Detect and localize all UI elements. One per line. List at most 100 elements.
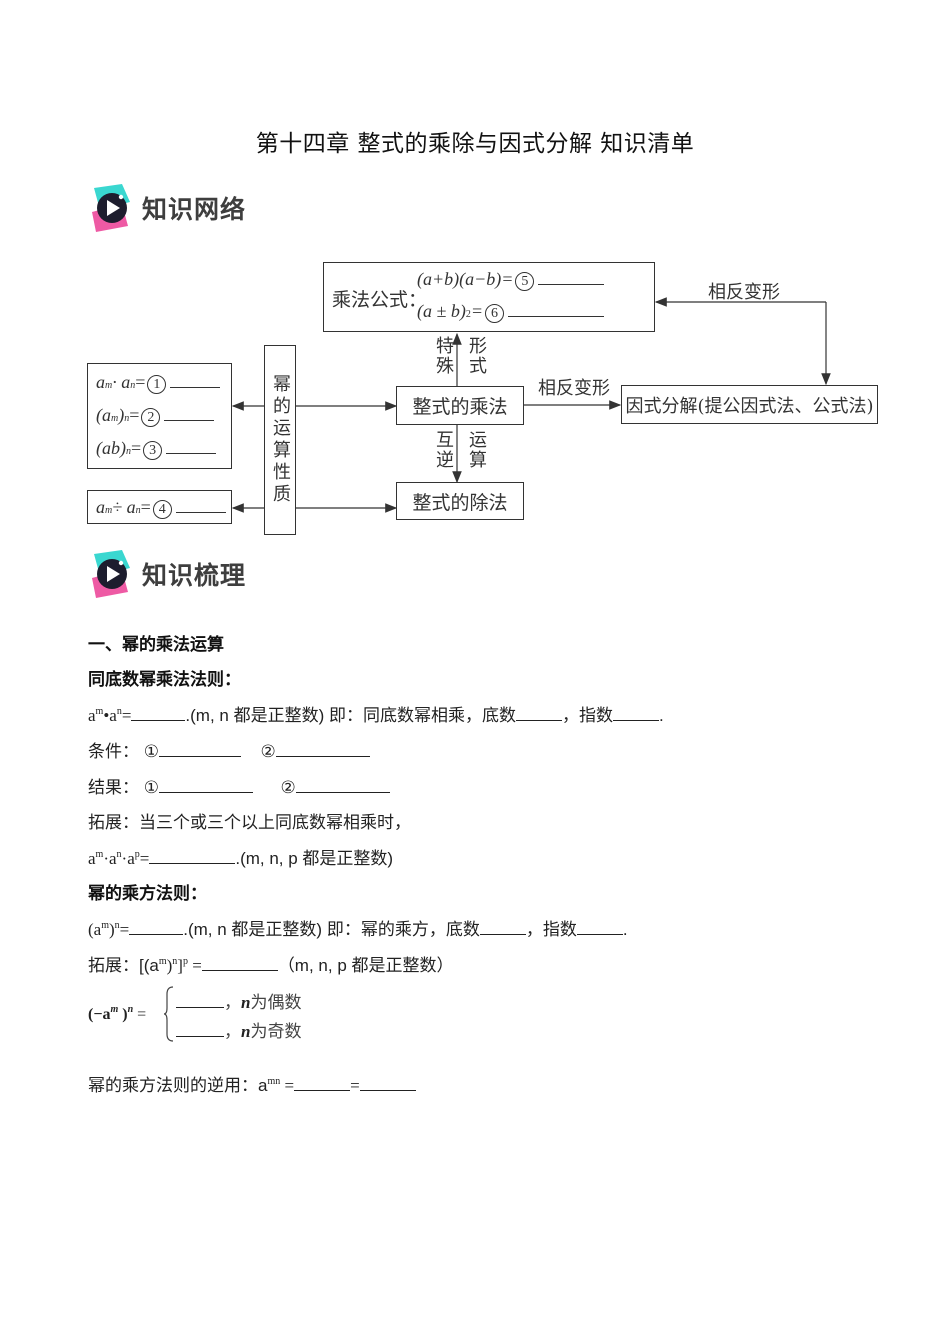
separator: ， <box>224 1022 241 1041</box>
circled-number-5: 5 <box>515 272 535 291</box>
special-label: 特殊 <box>433 336 454 376</box>
inverse-label: 幂的乘方法则的逆用：a <box>88 1076 268 1095</box>
exponent: m <box>105 380 113 391</box>
circled-number-4: 4 <box>152 500 172 519</box>
condition: 为偶数 <box>250 993 302 1013</box>
formula-row-2: (a ± b)2 = 6 <box>417 301 605 323</box>
variable: n <box>241 1022 251 1041</box>
extension-text: 拓展：当三个或三个以上同底数幂相乘时， <box>88 813 411 832</box>
rule-row-3: (ab)n = 3 <box>96 438 217 460</box>
inverse-label: 互逆 <box>433 430 454 470</box>
factorization-box: 因式分解(提公因式法、公式法) <box>621 385 878 424</box>
exponent: n <box>114 920 120 931</box>
rule-heading: 幂的乘方法则： <box>88 884 207 903</box>
equals: = <box>139 849 150 868</box>
answer-blank <box>149 849 236 864</box>
base: a <box>88 849 96 868</box>
diagram-arrows <box>231 297 831 513</box>
section-heading: 一、幂的乘法运算 <box>88 635 224 654</box>
exponent: m <box>95 849 104 860</box>
bracket: ] <box>177 956 183 975</box>
rule1-formula-line: am•an=.(m, n 都是正整数) 即：同底数幂相乘，底数，指数. <box>88 701 664 726</box>
power-properties-box: 幂的运算性质 <box>264 345 296 535</box>
answer-blank <box>538 283 605 285</box>
exponent: n <box>126 446 131 457</box>
circled-number-1: 1 <box>147 375 167 394</box>
play-icon <box>88 182 136 234</box>
exponent: m <box>105 505 113 516</box>
operator: · a <box>112 372 131 392</box>
circled-number-6: 6 <box>485 304 505 323</box>
base: (ab) <box>96 438 126 458</box>
equals: = <box>119 920 130 939</box>
piecewise-lhs: (−am )n = <box>88 1004 146 1024</box>
exponent: m <box>158 956 167 967</box>
answer-blank <box>201 956 278 971</box>
banner-label: 知识梳理 <box>142 561 247 590</box>
circled-number-1: ① <box>143 778 159 797</box>
answer-blank <box>176 1022 224 1037</box>
extension2-line: 拓展：[(am)n]p =（m, n, p 都是正整数） <box>88 951 454 976</box>
exponent: p <box>182 956 188 967</box>
inverse-use-line: 幂的乘方法则的逆用：amn == <box>88 1071 416 1096</box>
answer-blank <box>166 452 217 454</box>
base: •a <box>103 706 117 725</box>
formula-expr: (a+b)(a−b)= <box>417 269 514 289</box>
exponent: n <box>135 505 141 516</box>
base: (−a <box>88 1006 111 1023</box>
exponent: m <box>110 1004 119 1015</box>
formula-label: 乘法公式： <box>332 289 428 311</box>
base: a <box>96 372 105 392</box>
box-label: 因式分解(提公因式法、公式法) <box>625 395 874 417</box>
equals: = <box>131 438 142 458</box>
condition-line: 条件： ① ② <box>88 737 370 762</box>
equals: = <box>135 372 146 392</box>
exponent: mn <box>267 1076 281 1087</box>
answer-blank <box>294 1076 351 1091</box>
answer-blank <box>129 920 184 935</box>
piecewise-formula: (−am )n = ，n为偶数 ，n为奇数 <box>88 984 408 1046</box>
equals: = <box>187 956 202 975</box>
formula-row-1: (a+b)(a−b)= 5 <box>417 269 605 291</box>
circled-number-2: 2 <box>141 408 161 427</box>
period: . <box>622 920 628 939</box>
answer-blank <box>479 920 526 935</box>
equals: = <box>121 706 132 725</box>
answer-blank <box>576 920 623 935</box>
exponent: n <box>116 849 122 860</box>
base: (a <box>96 405 111 425</box>
circled-number-1: ① <box>143 742 159 761</box>
rule-text: .(m, n 都是正整数) 即：幂的乘方，底数 <box>183 920 480 939</box>
exponent: n <box>116 706 122 717</box>
answer-blank <box>170 386 221 388</box>
rule2-formula-line: (am)n=.(m, n 都是正整数) 即：幂的乘方，底数，指数. <box>88 915 628 940</box>
base: ·a <box>121 849 135 868</box>
base: (a <box>88 920 102 939</box>
exponent: m <box>95 706 104 717</box>
answer-blank <box>176 993 224 1008</box>
answer-blank <box>508 315 605 317</box>
answer-blank <box>359 1076 416 1091</box>
rule-text: .(m, n 都是正整数) 即：同底数幂相乘，底数 <box>185 706 516 725</box>
answer-blank <box>275 742 370 757</box>
result-label: 结果： <box>88 778 139 797</box>
box-label: 整式的除法 <box>412 491 508 514</box>
equals: = <box>470 301 484 321</box>
play-icon <box>88 548 136 600</box>
banner-knowledge-network: 知识网络 <box>88 180 246 236</box>
answer-blank <box>164 419 215 421</box>
answer-blank <box>515 706 562 721</box>
paren: ) <box>109 920 115 939</box>
rule-text: （m, n, p 都是正整数） <box>277 956 454 975</box>
base: a <box>96 497 105 517</box>
rule-heading: 同底数幂乘法法则： <box>88 670 241 689</box>
equals: = <box>280 1076 295 1095</box>
box-label: 幂的运算性质 <box>270 374 291 506</box>
operation-label: 运算 <box>466 430 487 470</box>
answer-blank <box>158 778 253 793</box>
